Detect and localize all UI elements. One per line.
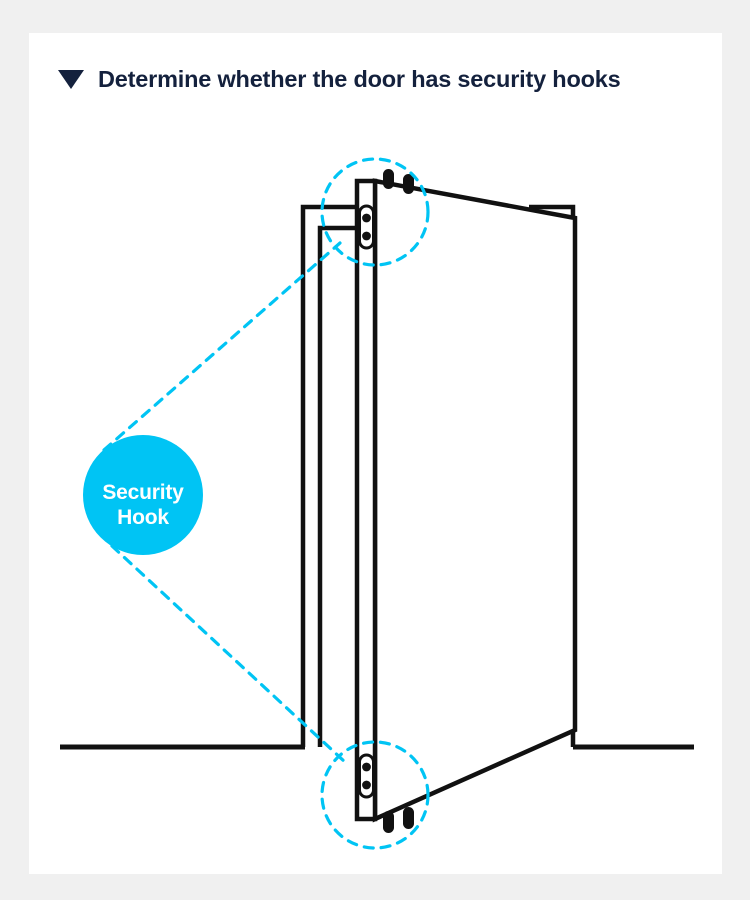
hinge-plate-bottom [358, 753, 375, 799]
leader-to-bottom-hook [110, 544, 347, 764]
bottom-hook-highlight [320, 740, 430, 850]
door-leaf [372, 178, 578, 823]
security-hook-bottom [383, 807, 414, 833]
page-heading: Determine whether the door has security … [58, 66, 621, 92]
page-title: Determine whether the door has security … [98, 66, 621, 92]
security-hook-top [383, 169, 414, 194]
top-hook-highlight [320, 157, 430, 267]
door-security-hook-diagram [60, 157, 694, 850]
content-card: Determine whether the door has security … [29, 33, 722, 874]
leader-to-top-hook [102, 241, 342, 452]
hinge-edge [354, 178, 378, 822]
triangle-down-icon [58, 70, 84, 90]
security-hook-callout-badge [83, 435, 203, 555]
hinge-plate-top [358, 204, 375, 250]
